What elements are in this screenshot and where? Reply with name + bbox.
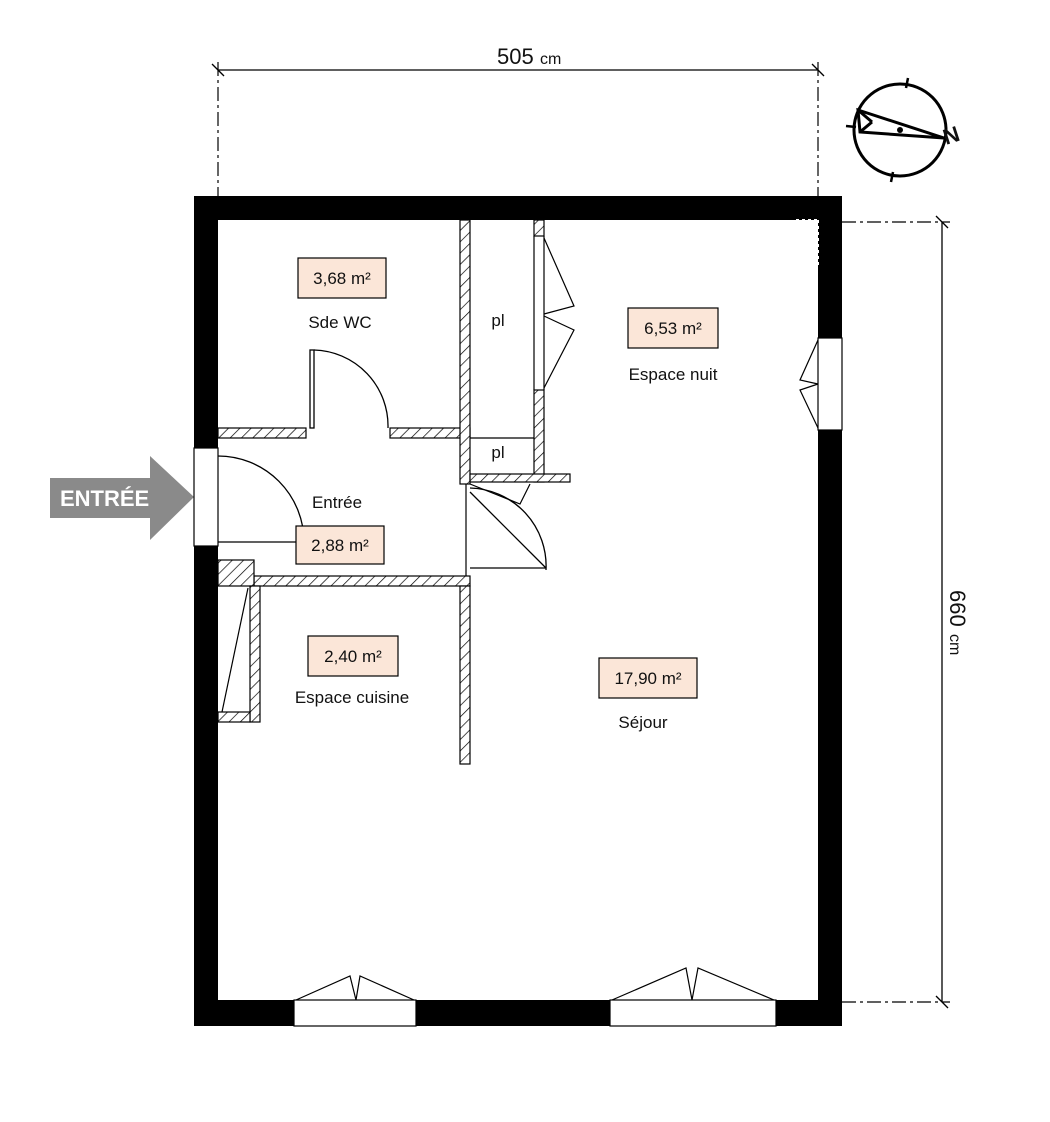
area-box-espace-nuit: 6,53 m²	[627, 307, 719, 349]
height-value: 660	[945, 590, 970, 627]
area-sde-wc: 3,68 m²	[313, 269, 371, 288]
room-name-espace-cuisine: Espace cuisine	[295, 688, 409, 707]
room-name-placard-top: pl	[491, 311, 504, 330]
room-name-placard-small: pl	[491, 443, 504, 462]
north-label: N	[940, 121, 963, 150]
room-name-sde-wc: Sde WC	[308, 313, 371, 332]
exterior-walls	[194, 196, 842, 1026]
area-espace-cuisine: 2,40 m²	[324, 647, 382, 666]
width-unit: cm	[540, 51, 561, 68]
area-box-sde-wc: 3,68 m²	[297, 257, 387, 299]
room-name-entree: Entrée	[312, 493, 362, 512]
placard-sliding-doors-icon	[543, 237, 575, 389]
placard-small-door-icon	[469, 483, 531, 505]
thin-lines	[218, 236, 545, 713]
entree-door-icon	[217, 455, 305, 543]
room-name-sejour: Séjour	[618, 713, 667, 732]
area-sejour: 17,90 m²	[614, 669, 681, 688]
height-unit: cm	[946, 634, 963, 655]
area-espace-nuit: 6,53 m²	[644, 319, 702, 338]
interior-partitions	[217, 219, 571, 765]
width-value: 505	[497, 44, 534, 69]
entrance-arrow: ENTRÉE	[50, 456, 194, 540]
room-name-espace-nuit: Espace nuit	[629, 365, 718, 384]
area-box-sejour: 17,90 m²	[598, 657, 698, 699]
compass-icon: N	[845, 77, 963, 183]
height-dimension: 660 cm	[842, 215, 970, 1009]
east-window	[799, 337, 843, 431]
area-entree: 2,88 m²	[311, 536, 369, 555]
south-window-right	[609, 967, 777, 1027]
sejour-door-icon	[469, 487, 547, 571]
area-box-entree: 2,88 m²	[295, 525, 385, 565]
south-window-left	[293, 975, 417, 1027]
area-box-espace-cuisine: 2,40 m²	[307, 635, 399, 677]
entrance-label: ENTRÉE	[60, 486, 149, 511]
width-dimension: 505 cm	[211, 44, 825, 196]
entrance-door-opening	[193, 447, 219, 547]
wc-door-icon	[309, 349, 389, 429]
